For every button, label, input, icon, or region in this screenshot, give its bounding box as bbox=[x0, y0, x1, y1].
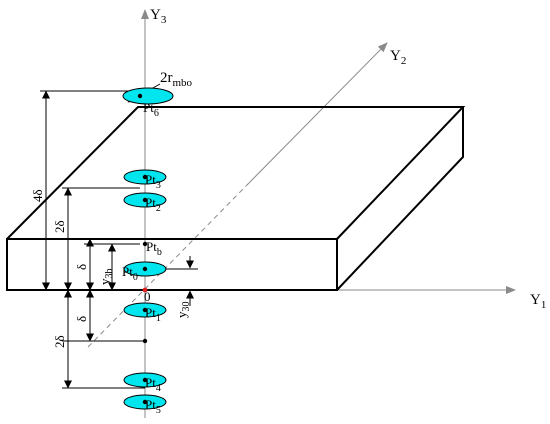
label-pt0: Pt0 bbox=[122, 264, 138, 283]
label-pt3: Pt3 bbox=[145, 172, 161, 191]
label-pt1: Pt1 bbox=[145, 305, 161, 324]
slab-side-face bbox=[336, 107, 464, 291]
axes bbox=[8, 9, 516, 418]
origin-label: 0 bbox=[144, 289, 151, 304]
label-y3b: y3b bbox=[97, 269, 115, 286]
label-ptb: Ptb bbox=[146, 239, 162, 258]
label-y30: y30 bbox=[174, 302, 192, 319]
slab-front-face bbox=[6, 238, 338, 291]
label-pt4: Pt4 bbox=[145, 375, 161, 394]
y2-axis-dashed bbox=[87, 185, 247, 348]
origin-dot bbox=[142, 287, 148, 293]
label-2delta-upper: 2δ bbox=[52, 220, 67, 233]
y1-axis-label: Y1 bbox=[530, 292, 546, 311]
label-pt6: Pt6 bbox=[143, 100, 159, 119]
label-pt5: Pt5 bbox=[145, 397, 161, 416]
ellipse-pt6 bbox=[122, 87, 174, 105]
axis-labels: Y3 Y2 Y1 0 bbox=[144, 7, 546, 311]
y2-axis-label: Y2 bbox=[390, 48, 406, 67]
point-labels: Pt6 Pt3 Pt2 Ptb Pt0 Pt1 Pt4 Pt5 bbox=[122, 100, 162, 416]
label-2delta-lower: 2δ bbox=[52, 335, 67, 348]
label-4delta: 4δ bbox=[30, 189, 45, 202]
label-pt2: Pt2 bbox=[145, 195, 161, 214]
dimension-lines bbox=[40, 83, 198, 389]
dimension-labels: 4δ 2δ δ y3b δ 2δ y30 bbox=[30, 189, 192, 348]
y2-axis-solid bbox=[245, 42, 388, 187]
label-radius: 2rmbo bbox=[160, 70, 193, 89]
label-delta-upper: δ bbox=[74, 264, 89, 270]
point-dots bbox=[137, 93, 148, 405]
measurement-ellipses bbox=[122, 87, 174, 410]
y3-axis-label: Y3 bbox=[150, 7, 167, 26]
slab bbox=[6, 106, 466, 291]
slab-top-face bbox=[6, 106, 466, 240]
label-delta-lower: δ bbox=[74, 316, 89, 322]
